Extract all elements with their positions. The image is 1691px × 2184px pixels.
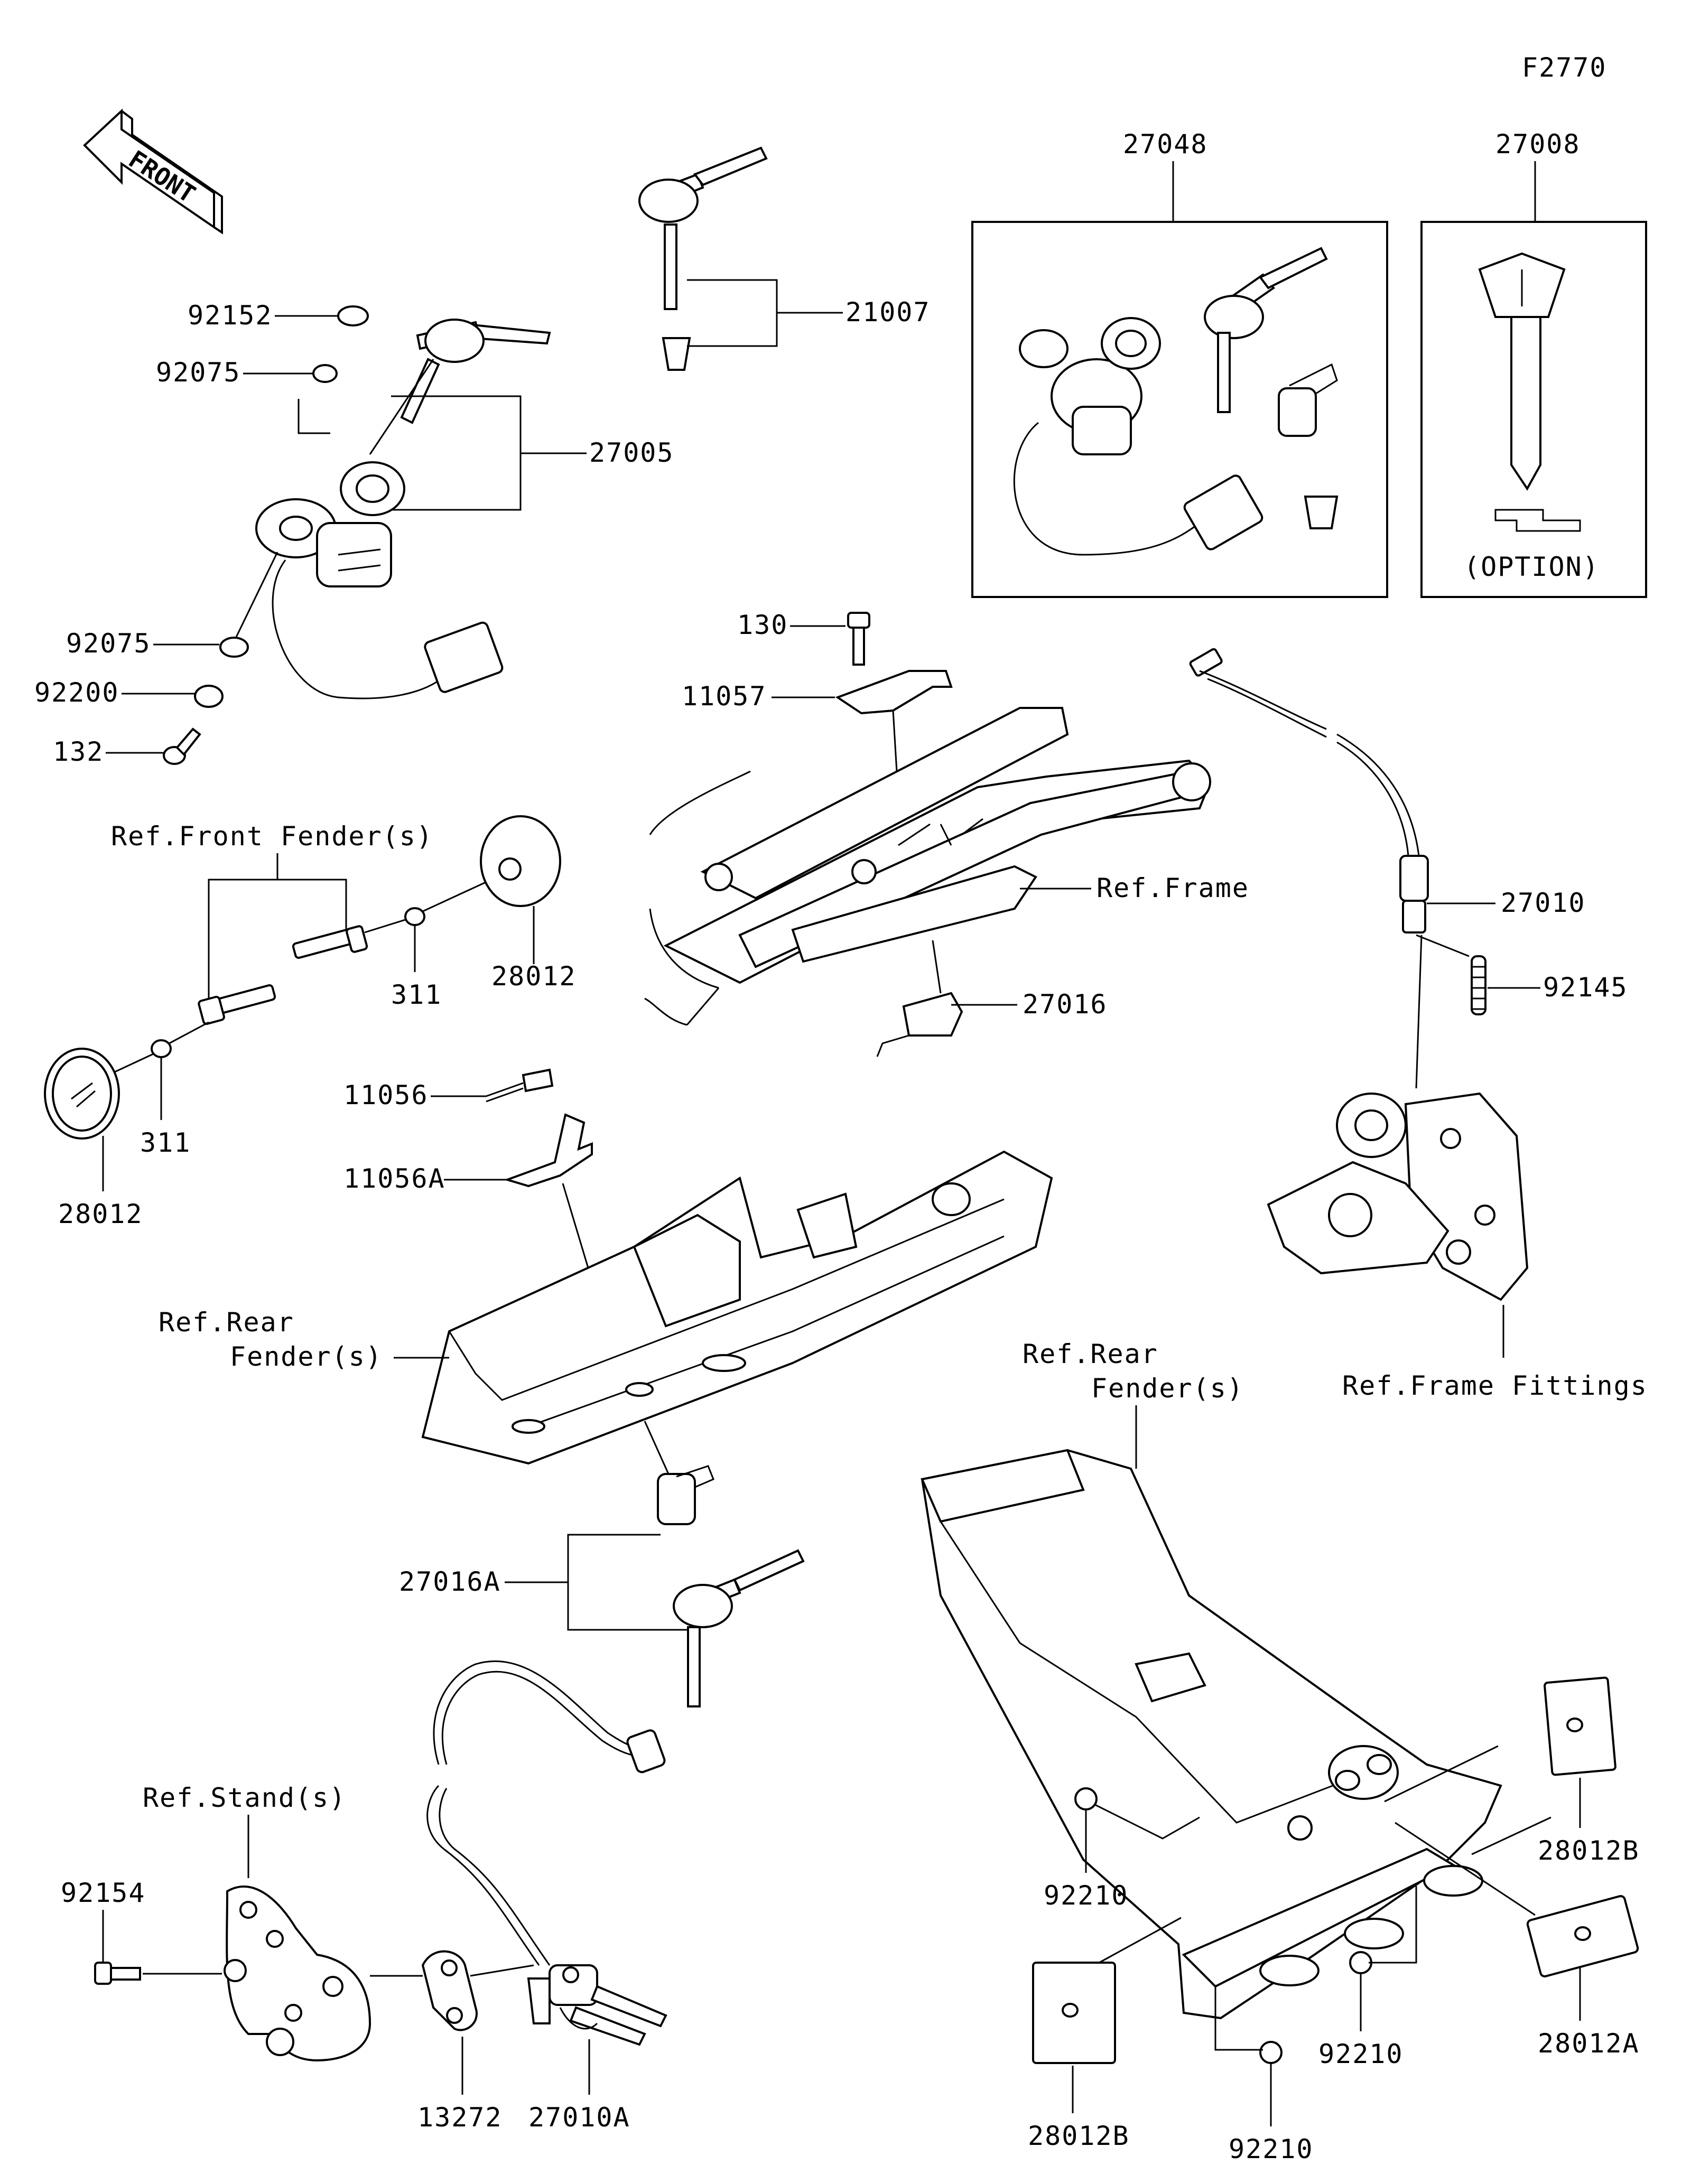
label-ref-frame-fittings: Ref.Frame Fittings	[1342, 1370, 1648, 1401]
label-ref-rear-fender-1a: Ref.Rear	[159, 1307, 294, 1338]
front-arrow-icon: FRONT	[83, 108, 223, 235]
bracket-11056A-icon	[504, 1113, 593, 1188]
nut-92210-mid-icon	[1349, 1951, 1372, 1974]
side-stand-switch-27010A-icon	[426, 1660, 667, 2046]
label-92075-lower: 92075	[66, 628, 151, 659]
frame-icon	[644, 707, 1212, 1026]
label-92210-left: 92210	[1044, 1880, 1129, 1911]
label-ref-frame: Ref.Frame	[1097, 873, 1249, 903]
label-92154: 92154	[61, 1878, 146, 1908]
label-21007: 21007	[846, 297, 931, 328]
rear-fender-icon	[421, 1150, 1053, 1465]
label-92210-bottom: 92210	[1229, 2134, 1314, 2164]
label-ref-rear-fender-1b: Fender(s)	[230, 1341, 383, 1372]
washer-92075-lower-icon	[219, 637, 249, 658]
label-ref-rear-fender-2a: Ref.Rear	[1023, 1339, 1158, 1369]
label-27010: 27010	[1501, 888, 1586, 918]
label-132: 132	[53, 736, 104, 767]
reflector-28012-upper-icon	[480, 815, 561, 907]
label-92152: 92152	[188, 300, 273, 331]
key-27005-icon	[400, 319, 551, 424]
nut-92210-left-icon	[1074, 1787, 1098, 1810]
key-icon	[1204, 247, 1328, 413]
reflector-28012A-icon	[1526, 1895, 1639, 1977]
ignition-switch-kit-icon	[1013, 317, 1263, 556]
washer-92075-upper-icon	[312, 364, 338, 383]
clip-11056-icon	[486, 1068, 554, 1103]
key-27016A-icon	[673, 1549, 805, 1707]
seat-lock-icon	[1278, 363, 1338, 437]
label-311-upper: 311	[391, 979, 442, 1010]
key-21007-icon	[638, 146, 768, 310]
seat-lock-27016A-icon	[657, 1465, 714, 1525]
kit-box-27008	[1420, 221, 1647, 598]
bracket-27016-icon	[876, 992, 963, 1057]
bolt-130-icon	[847, 612, 870, 666]
label-28012-lower: 28012	[58, 1199, 143, 1229]
label-92200: 92200	[34, 677, 119, 708]
cap-21007-icon	[662, 337, 691, 371]
reflector-28012B-bottom-icon	[1032, 1962, 1116, 2064]
cable-27010-icon	[1189, 648, 1429, 934]
label-27016: 27016	[1023, 989, 1108, 1020]
kit-box-27048	[971, 221, 1388, 598]
stand-bracket-icon	[224, 1885, 371, 2062]
label-311-lower: 311	[140, 1127, 191, 1158]
bolt-pair-icon	[198, 925, 368, 1025]
label-27008: 27008	[1495, 129, 1581, 160]
nut-311-upper-icon	[404, 907, 425, 926]
label-11056: 11056	[343, 1080, 429, 1110]
bolt-132-icon	[163, 727, 201, 765]
rear-fender-license-bracket-icon	[921, 1449, 1502, 2020]
key-blank-icon	[1478, 252, 1566, 491]
plate-13272-icon	[421, 1950, 478, 2031]
reflector-28012-lower-icon	[44, 1048, 120, 1140]
label-92145: 92145	[1543, 972, 1628, 1003]
option-label: (OPTION)	[1464, 552, 1600, 582]
label-11056A: 11056A	[343, 1163, 445, 1194]
bracket-11057-icon	[835, 670, 953, 715]
washer-92200-icon	[194, 685, 224, 708]
label-28012-upper: 28012	[491, 961, 577, 992]
bolt-92154-icon	[94, 1962, 141, 1985]
cap-icon	[1304, 496, 1339, 529]
ignition-switch-27005-icon	[255, 461, 504, 699]
figure-code: F2770	[1522, 52, 1607, 83]
label-ref-front-fender: Ref.Front Fender(s)	[111, 821, 433, 852]
label-28012B-top: 28012B	[1538, 1835, 1640, 1866]
label-130: 130	[737, 610, 788, 640]
label-ref-rear-fender-2b: Fender(s)	[1091, 1373, 1244, 1404]
washer-92152-icon	[337, 305, 369, 326]
label-27005: 27005	[589, 437, 674, 468]
label-28012A: 28012A	[1538, 2028, 1640, 2059]
label-27016A: 27016A	[399, 1566, 501, 1597]
label-ref-stand: Ref.Stand(s)	[143, 1782, 346, 1813]
frame-fittings-icon	[1267, 1092, 1529, 1301]
label-92075-upper: 92075	[156, 357, 241, 388]
reflector-28012B-top-icon	[1544, 1676, 1616, 1776]
nut-311-lower-icon	[151, 1039, 172, 1058]
spring-92145-icon	[1471, 955, 1486, 1015]
label-28012B-bottom: 28012B	[1028, 2121, 1130, 2151]
nut-92210-bottom-icon	[1259, 2041, 1283, 2064]
label-27048: 27048	[1123, 129, 1208, 160]
label-11057: 11057	[682, 681, 767, 712]
label-13272: 13272	[417, 2102, 503, 2133]
label-92210-mid: 92210	[1318, 2039, 1404, 2069]
label-27010A: 27010A	[528, 2102, 630, 2133]
